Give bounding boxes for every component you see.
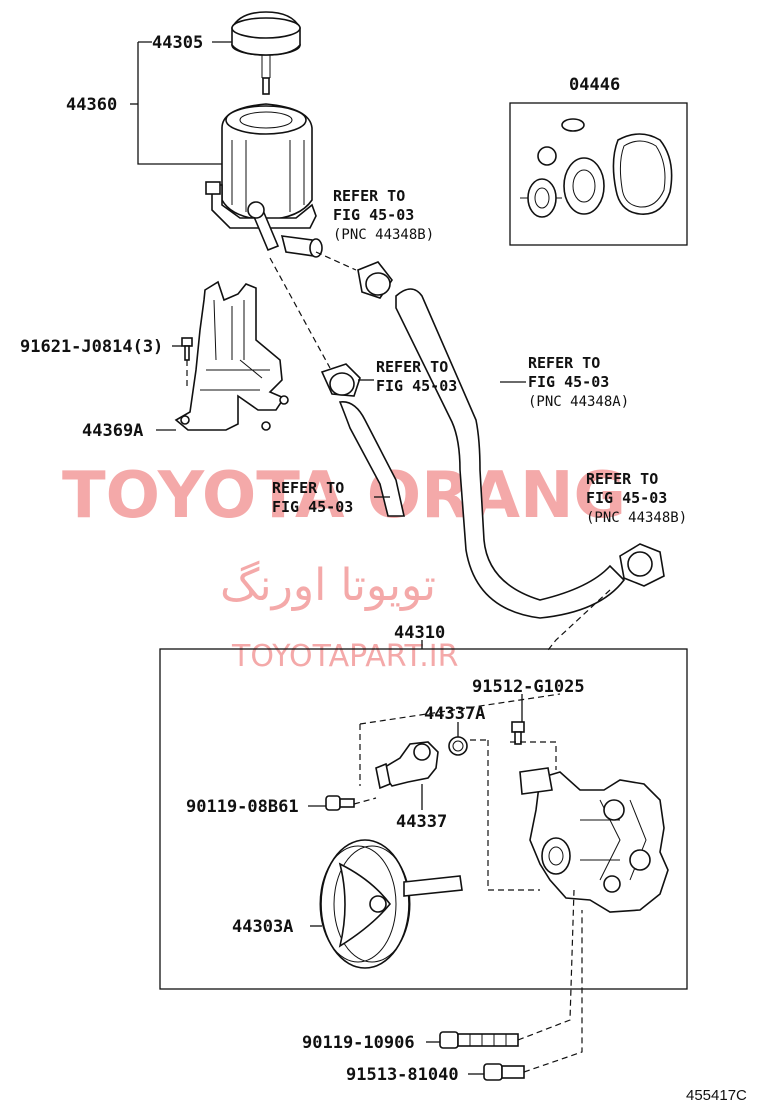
svg-text:REFER TO: REFER TO xyxy=(272,479,344,497)
hoses-drawing xyxy=(269,251,665,619)
label-44360: 44360 xyxy=(66,95,117,115)
label-44369A: 44369A xyxy=(82,421,143,441)
svg-text:FIG 45-03: FIG 45-03 xyxy=(376,377,457,395)
svg-text:(PNC 44348A): (PNC 44348A) xyxy=(528,394,629,410)
leader-lines xyxy=(130,41,526,1075)
bracket-drawing xyxy=(174,280,289,431)
refer-note-4: REFER TO FIG 45-03 xyxy=(272,479,353,516)
pump-assembly-box xyxy=(159,648,688,990)
label-44305: 44305 xyxy=(152,33,203,53)
svg-text:REFER TO: REFER TO xyxy=(528,354,600,372)
watermark-persian: تویوتا اورنگ xyxy=(220,560,436,611)
svg-text:REFER TO: REFER TO xyxy=(586,470,658,488)
svg-text:FIG 45-03: FIG 45-03 xyxy=(333,206,414,224)
refer-note-2: REFER TO FIG 45-03 xyxy=(376,358,457,395)
reservoir-body-drawing xyxy=(205,103,323,258)
watermark-brand: TOYOTA ORANG xyxy=(62,459,626,533)
pump-components-drawing xyxy=(319,693,669,969)
label-91513-81040: 91513-81040 xyxy=(346,1065,459,1085)
bottom-bolts-drawing xyxy=(439,889,583,1081)
gasket-kit-box xyxy=(509,102,688,246)
svg-text:REFER TO: REFER TO xyxy=(333,187,405,205)
svg-text:FIG 45-03: FIG 45-03 xyxy=(272,498,353,516)
clamp-to-pump-guide xyxy=(547,589,611,651)
label-90119-08B61: 90119-08B61 xyxy=(186,797,299,817)
reservoir-cap-drawing xyxy=(231,11,301,95)
label-44303A: 44303A xyxy=(232,917,293,937)
label-44337A: 44337A xyxy=(424,704,485,724)
svg-text:FIG 45-03: FIG 45-03 xyxy=(528,373,609,391)
refer-note-1: REFER TO FIG 45-03 (PNC 44348B) xyxy=(333,187,434,243)
refer-note-5: REFER TO FIG 45-03 (PNC 44348B) xyxy=(586,470,687,526)
label-91512-G1025: 91512-G1025 xyxy=(472,677,585,697)
svg-text:(PNC 44348B): (PNC 44348B) xyxy=(586,510,687,526)
watermark-site: TOYOTAPART.IR xyxy=(231,639,458,674)
svg-text:FIG 45-03: FIG 45-03 xyxy=(586,489,667,507)
svg-text:REFER TO: REFER TO xyxy=(376,358,448,376)
refer-note-3: REFER TO FIG 45-03 (PNC 44348A) xyxy=(528,354,629,410)
diagram-id: 455417C xyxy=(686,1087,747,1104)
label-91621-J0814: 91621-J0814(3) xyxy=(20,337,163,357)
label-90119-10906: 90119-10906 xyxy=(302,1033,415,1053)
label-44310: 44310 xyxy=(394,623,445,643)
svg-text:(PNC 44348B): (PNC 44348B) xyxy=(333,227,434,243)
label-04446: 04446 xyxy=(569,75,620,95)
label-44337: 44337 xyxy=(396,812,447,832)
